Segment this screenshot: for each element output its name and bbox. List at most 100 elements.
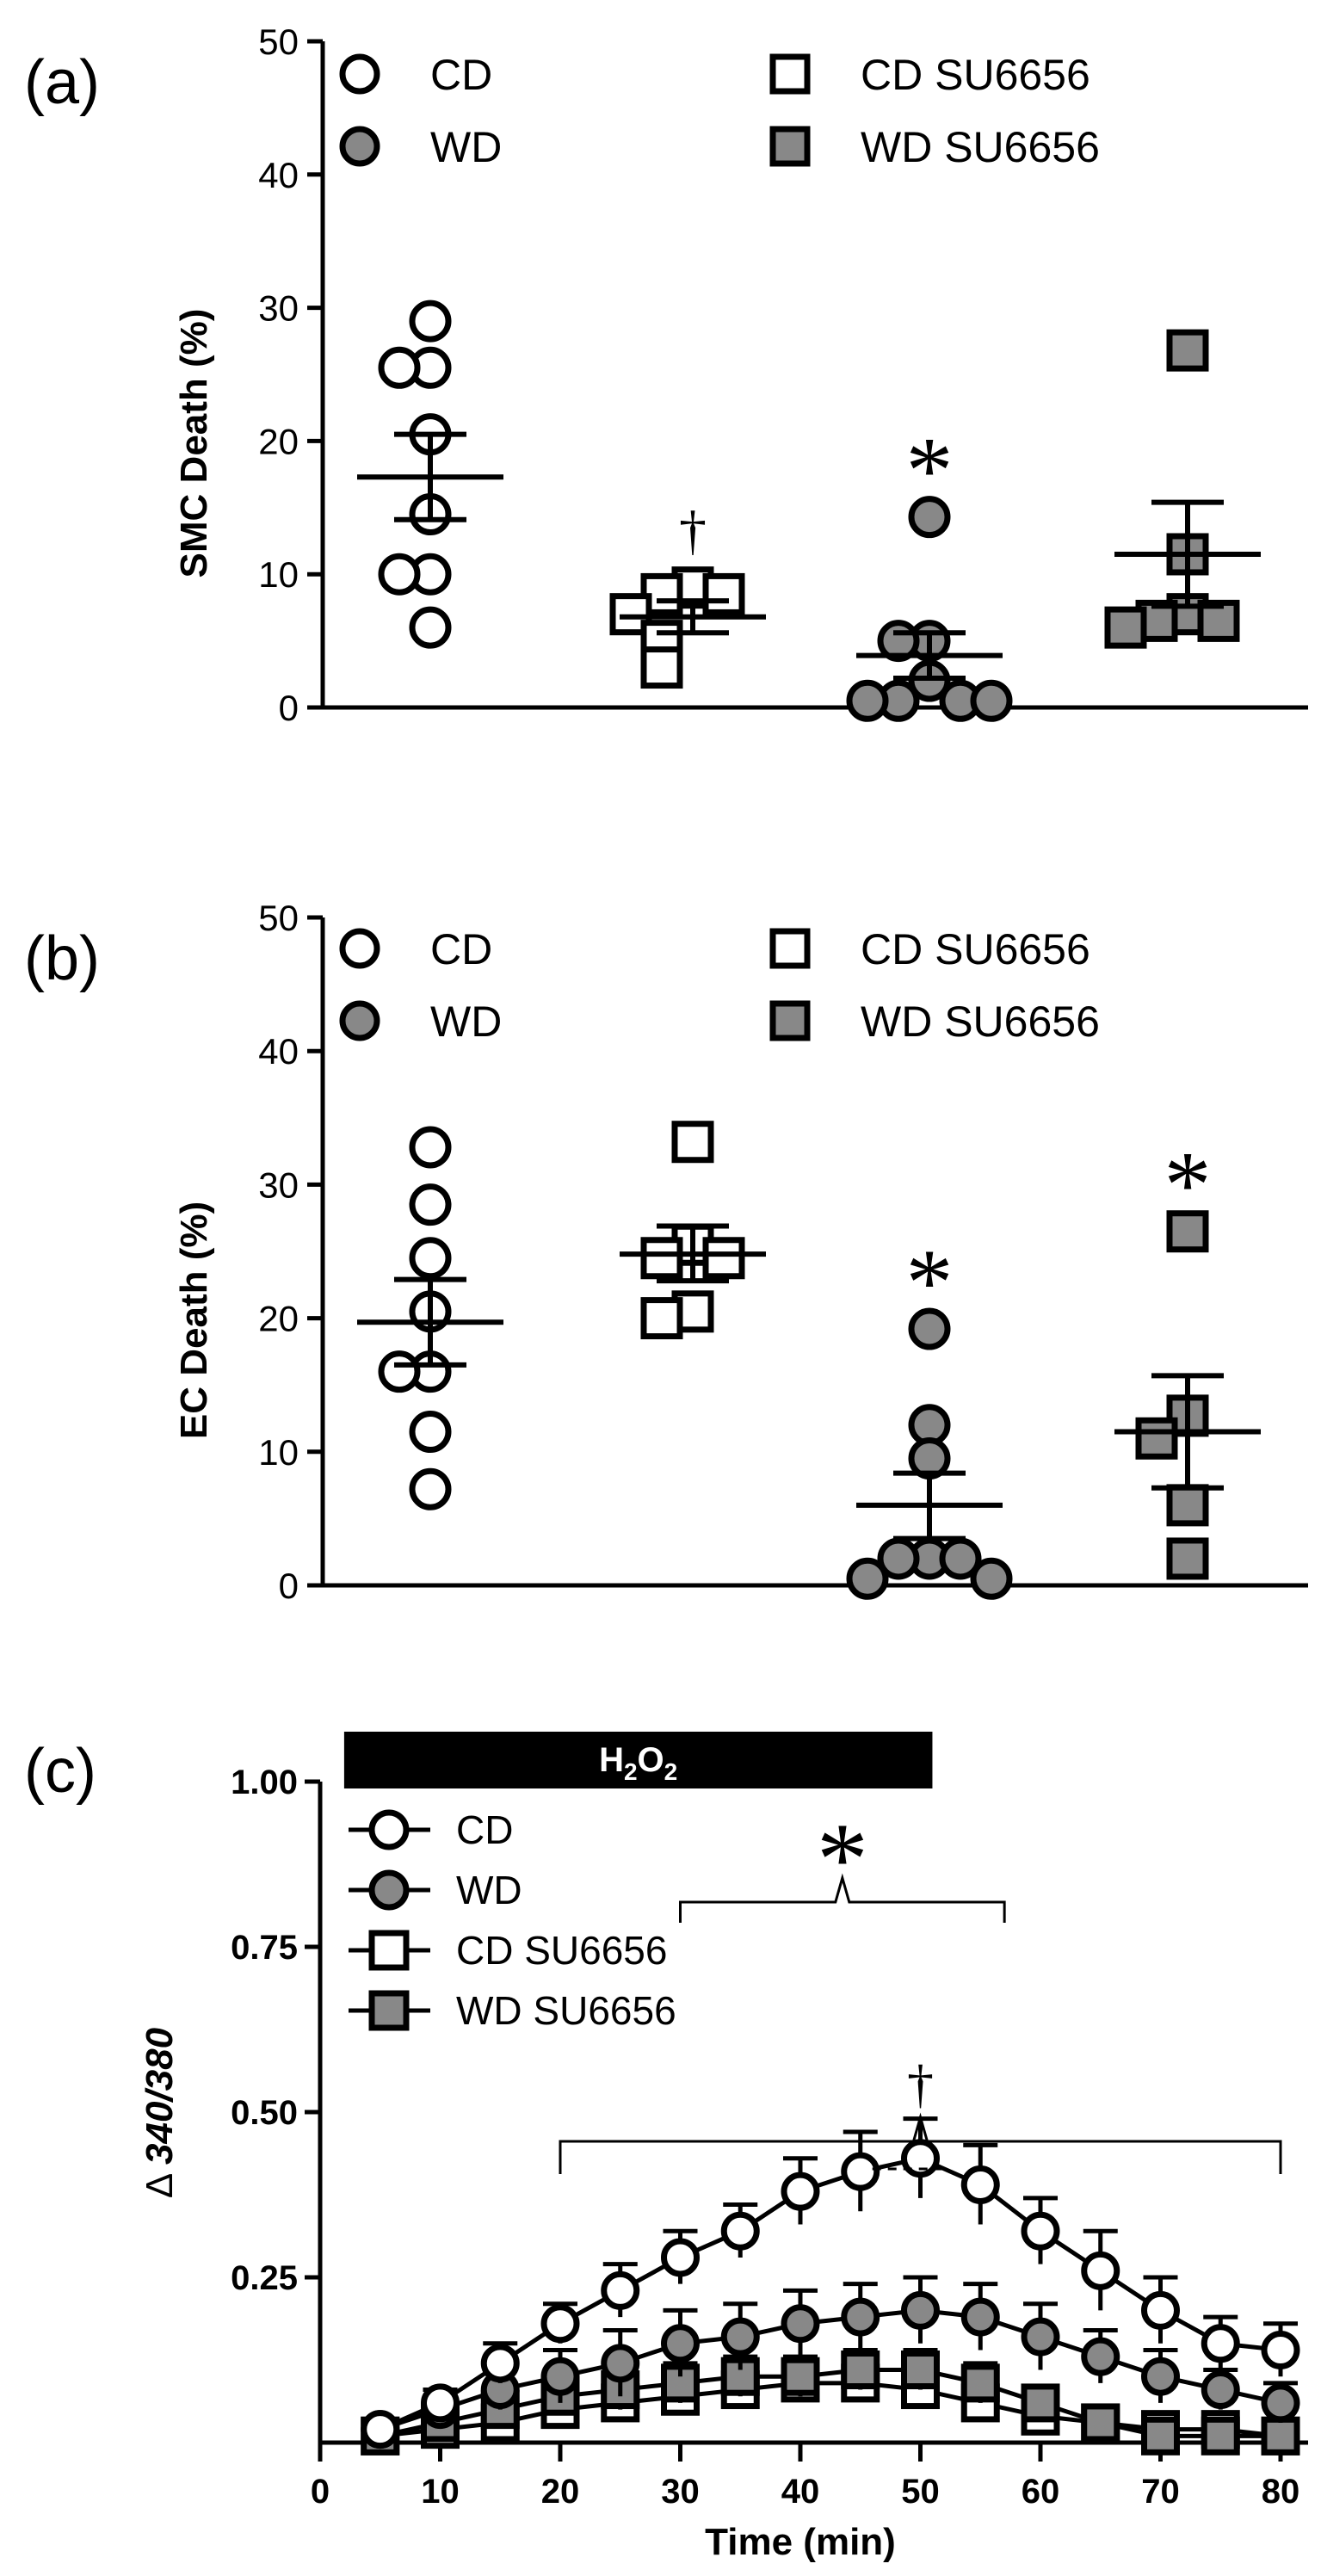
panel-a-legend-label: WD SU6656 (861, 123, 1100, 171)
panel-c-y-tick-label: 0.25 (231, 2259, 298, 2297)
panel-b-legend-label: WD SU6656 (861, 998, 1100, 1046)
panel-c-treatment-label-part: O (638, 1741, 664, 1779)
panel-c-legend-marker (368, 1809, 410, 1850)
panel-b-point (846, 1557, 889, 1600)
panel-c-point (720, 2317, 760, 2357)
panel-c-point (1021, 2383, 1060, 2423)
panel-c-legend-label: WD SU6656 (456, 1988, 676, 2033)
panel-c-point (1141, 2290, 1180, 2330)
panel-c-point (960, 2363, 1000, 2403)
panel-c-point (1201, 2324, 1240, 2363)
panel-b-point (970, 1557, 1013, 1600)
panel-a-significance: * (906, 418, 954, 523)
panel-c-x-tick-label: 20 (541, 2473, 580, 2511)
panel-b-legend-label: CD SU6656 (861, 925, 1090, 973)
panel-c-label: (c) (24, 1737, 96, 1806)
panel-c-point (1261, 2330, 1300, 2369)
panel-c-legend-marker (368, 1930, 410, 1971)
panel-b-point (409, 1411, 452, 1454)
panel-b-legend-marker (769, 928, 811, 969)
panel-b-y-axis-title: EC Death (%) (173, 1202, 215, 1439)
panel-c-x-tick-label: 50 (901, 2473, 940, 2511)
panel-c-point (720, 2211, 760, 2251)
panel-a-point (1104, 606, 1147, 649)
panel-b-legend-marker (339, 928, 380, 969)
panel-c-point (601, 2270, 640, 2310)
panel-c-x-tick-label: 70 (1141, 2473, 1180, 2511)
panel-a-y-tick-label: 30 (258, 288, 299, 329)
panel-c-y-tick-label: 1.00 (231, 1764, 298, 1801)
panel-c-significance-star: * (817, 1801, 868, 1916)
panel-a-point (702, 572, 745, 615)
panel-b-legend-marker (769, 1000, 811, 1041)
panel-a-point (846, 679, 889, 722)
panel-b-point (702, 1237, 745, 1280)
panel-c-point (1081, 2337, 1120, 2376)
panel-a-legend-label: CD (430, 51, 492, 99)
panel-c-y-tick-label: 0.75 (231, 1929, 298, 1967)
panel-c-significance-dagger: † (907, 2055, 934, 2114)
panel-c-point (1141, 2416, 1180, 2456)
panel-b-y-tick-label: 50 (258, 898, 299, 938)
panel-c-y-axis-title-delta: Δ (139, 2165, 181, 2198)
panel-c-point (601, 2344, 640, 2383)
panel-b-point (409, 1467, 452, 1510)
panel-c-bracket-star (679, 1873, 1006, 1923)
panel-c-legend-marker (368, 1869, 410, 1911)
panel-a-point (640, 646, 683, 689)
panel-c-point (1261, 2383, 1300, 2423)
panel-c-series-line (380, 2381, 1281, 2438)
panel-c-point (841, 2351, 880, 2390)
panel-a-legend-label: CD SU6656 (861, 51, 1090, 99)
panel-c-x-tick-label: 30 (661, 2473, 700, 2511)
panel-a-point (409, 606, 452, 649)
panel-a-y-tick-label: 40 (258, 155, 299, 195)
panel-c-treatment-label-part: 2 (624, 1758, 638, 1785)
panel-b-significance: * (906, 1230, 954, 1335)
panel-b-y-tick-label: 0 (279, 1566, 299, 1606)
panel-b-y-tick-label: 30 (258, 1164, 299, 1205)
panel-c-treatment-label: H2O2 (599, 1741, 677, 1785)
panel-c-point (781, 2304, 820, 2344)
panel-c-x-axis-title: Time (min) (705, 2521, 896, 2563)
panel-c-legend-label: CD (456, 1807, 513, 1852)
panel-a-y-tick-label: 20 (258, 421, 299, 461)
panel-b-y-tick-label: 40 (258, 1031, 299, 1072)
panel-a-y-tick-label: 0 (279, 688, 299, 728)
panel-b-significance: * (1164, 1133, 1212, 1238)
panel-b-point (378, 1350, 421, 1393)
panel-c-point (1261, 2416, 1300, 2456)
panel-a-y-tick-label: 10 (258, 554, 299, 595)
panel-c-x-tick-label: 10 (421, 2473, 460, 2511)
panel-b-point (1166, 1484, 1209, 1527)
panel-a-point (908, 496, 951, 539)
panel-c-series-line (379, 2307, 1281, 2432)
panel-c-point (540, 2304, 580, 2344)
panel-c-series-line (379, 2156, 1281, 2431)
panel-a-point (409, 300, 452, 343)
panel-a-point (970, 679, 1013, 722)
panel-c-point (781, 2357, 820, 2396)
panel-b-point (908, 1307, 951, 1350)
panel-c-x-tick-label: 0 (311, 2473, 330, 2511)
panel-c-legend-marker (368, 1990, 410, 2031)
panel-c-point (1021, 2211, 1060, 2251)
panel-b-y-tick-label: 10 (258, 1432, 299, 1473)
panel-a-legend-label: WD (430, 123, 502, 171)
panel-c-treatment-label-part: 2 (664, 1758, 678, 1785)
panel-c-point (841, 2297, 880, 2337)
panel-b-point (671, 1121, 714, 1164)
panel-c-point (361, 2410, 400, 2449)
panel-b-legend-label: CD (430, 925, 492, 973)
panel-c-point (1201, 2416, 1240, 2456)
panel-c-point (781, 2171, 820, 2211)
panel-a-significance: † (679, 500, 707, 561)
panel-c-series-line (380, 2368, 1281, 2438)
panel-a-y-tick-label: 50 (258, 22, 299, 62)
panel-b-point (640, 1237, 683, 1280)
panel-c-point (841, 2152, 880, 2191)
panel-c-point (1081, 2403, 1120, 2443)
panel-c-y-axis-title-ratio: 340/380 (139, 2027, 181, 2165)
panel-c-legend-label: CD SU6656 (456, 1928, 667, 1973)
